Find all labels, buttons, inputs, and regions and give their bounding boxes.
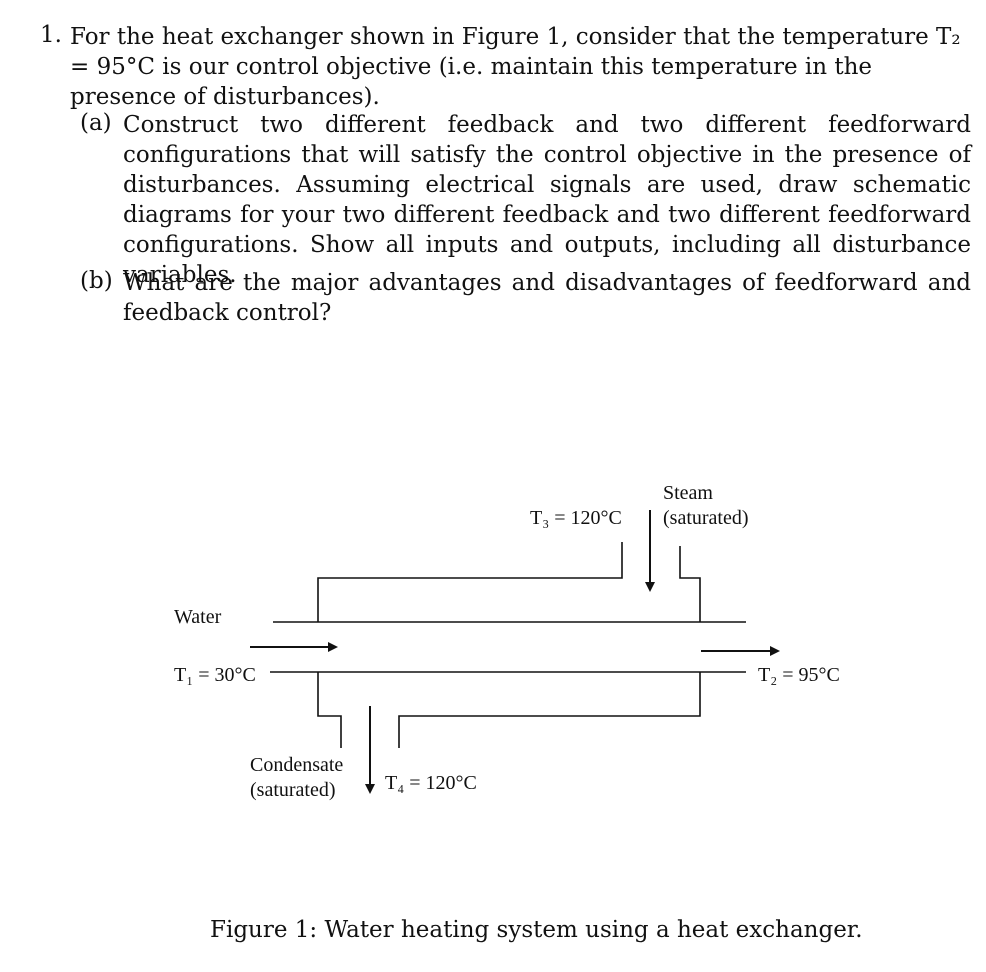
figure-caption: Figure 1: Water heating system using a h… <box>210 917 863 943</box>
part-b-label: (b) <box>80 268 113 294</box>
shell-bottom-right <box>398 672 701 748</box>
steam-saturated-label: (saturated) <box>663 507 749 529</box>
condensate-saturated-label: (saturated) <box>250 779 336 801</box>
water-tube <box>270 621 746 673</box>
t1-label: T₁ = 30°C <box>174 664 256 686</box>
water-label: Water <box>174 606 222 628</box>
t3-label: T₃ = 120°C <box>530 507 622 529</box>
shell-bottom-left <box>317 672 342 748</box>
part-a-label: (a) <box>80 110 112 136</box>
exchanger-shell <box>317 542 701 748</box>
condensate-label: Condensate <box>250 754 343 776</box>
part-a-text: Construct two different feedback and two… <box>123 112 971 288</box>
part-b-text: What are the major advantages and disadv… <box>123 270 971 326</box>
t4-label: T₄ = 120°C <box>385 772 477 794</box>
question-number: 1. <box>40 22 62 48</box>
shell-top-left <box>317 542 623 622</box>
shell-top-right <box>679 546 701 622</box>
steam-label: Steam <box>663 482 713 504</box>
t2-label: T₂ = 95°C <box>758 664 840 686</box>
question-text: For the heat exchanger shown in Figure 1… <box>70 24 961 110</box>
